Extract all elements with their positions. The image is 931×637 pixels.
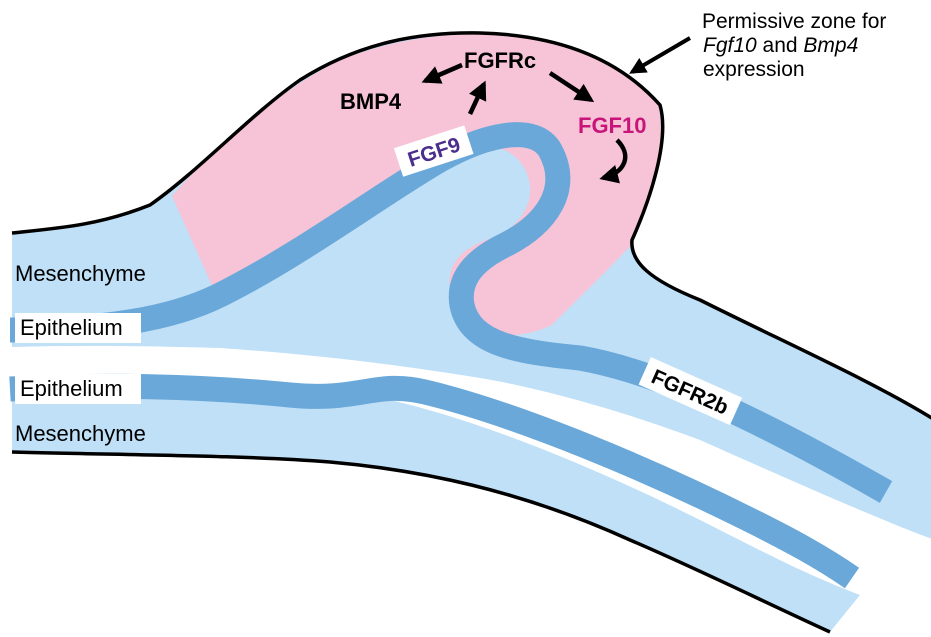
epithelium-upper-label: Epithelium: [20, 315, 123, 340]
annotation-fgf10-italic: Fgf10: [703, 34, 757, 57]
bmp4-label: BMP4: [340, 89, 402, 114]
epithelium-lower-label: Epithelium: [20, 376, 123, 401]
mesenchyme-lower-label: Mesenchyme: [15, 421, 146, 446]
annotation-bmp4-italic: Bmp4: [803, 34, 858, 57]
annotation-pointer-arrow: [632, 38, 690, 72]
annotation-line-1: Permissive zone for: [702, 10, 886, 33]
annotation-line-3: expression: [703, 58, 805, 81]
mesenchyme-upper-label: Mesenchyme: [15, 261, 146, 286]
fgf10-label: FGF10: [578, 113, 646, 138]
annotation-line-2: Fgf10 and Bmp4: [703, 34, 858, 57]
fgfrc-label: FGFRc: [464, 48, 536, 73]
annotation-and: and: [757, 34, 804, 57]
